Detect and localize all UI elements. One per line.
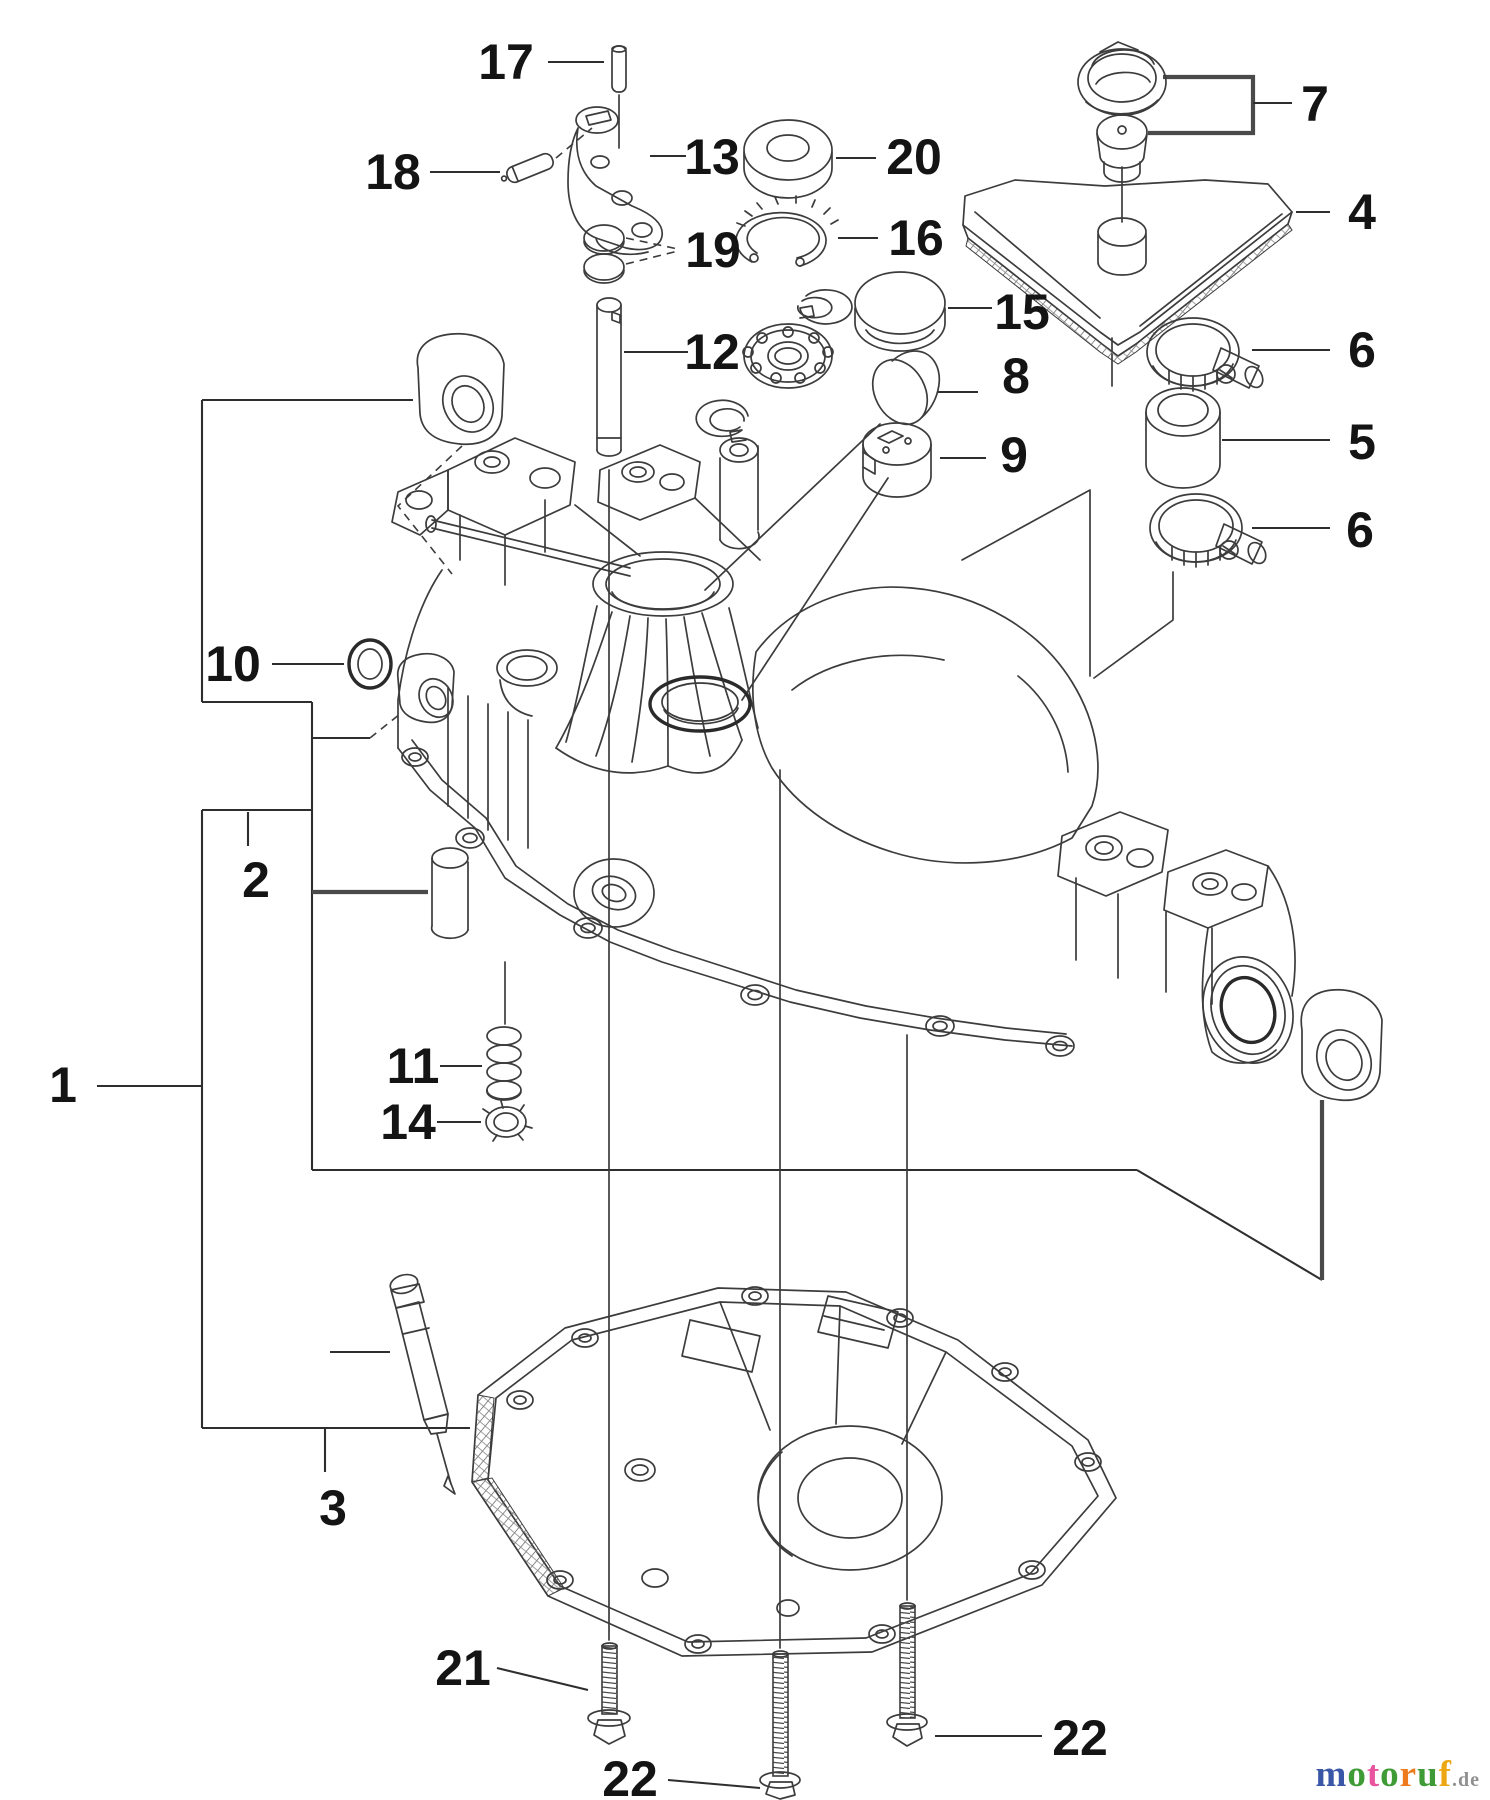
retaining-clip-upper	[796, 289, 853, 325]
bolt-22-right	[886, 1602, 928, 1747]
callout-8: 8	[1002, 348, 1030, 404]
dipstick	[389, 1273, 456, 1495]
push-nut-14	[482, 1100, 533, 1142]
plug-8	[871, 350, 941, 426]
callout-labels: 1 2 3 4 5 6 6 7 8 9 10 11 12 13 14 15 16…	[49, 34, 1376, 1800]
leader-lines	[272, 60, 1330, 1790]
hose-5	[1145, 387, 1221, 489]
cap-plug-7b	[1096, 114, 1148, 183]
callout-9: 9	[1000, 427, 1028, 483]
sleeve-bushing-10	[396, 652, 455, 724]
watermark-letter: f	[1438, 1754, 1452, 1795]
snap-ring-16	[735, 195, 839, 267]
callout-22-middle: 22	[602, 1751, 658, 1800]
watermark-letter: r	[1399, 1754, 1418, 1795]
callout-12: 12	[684, 324, 740, 380]
watermark-letter: o	[1380, 1754, 1400, 1795]
shift-lever-13	[567, 106, 663, 256]
cam-9	[862, 422, 932, 498]
reservoir-tank-4	[962, 179, 1293, 365]
bracket-lines	[97, 74, 1325, 1472]
oil-cap-15	[854, 271, 946, 352]
bearing-20	[743, 119, 833, 199]
lower-pan-3	[471, 1286, 1117, 1657]
washers-19	[583, 224, 625, 284]
watermark-letter: t	[1366, 1754, 1381, 1795]
callout-11: 11	[387, 1038, 440, 1094]
retaining-clip-lower	[695, 399, 749, 443]
callout-5: 5	[1348, 414, 1376, 470]
callout-6-upper: 6	[1348, 322, 1376, 378]
seal-10	[347, 638, 393, 690]
callout-19: 19	[685, 222, 741, 278]
bolt-21	[587, 1642, 631, 1745]
pin-18	[500, 152, 554, 184]
shaft-12	[596, 297, 622, 457]
watermark-letter: m	[1315, 1754, 1348, 1795]
callout-13: 13	[684, 129, 740, 185]
axle-bushing-right	[1300, 988, 1383, 1102]
callout-16: 16	[888, 210, 944, 266]
callout-18: 18	[365, 144, 421, 200]
watermark-suffix: .de	[1452, 1769, 1480, 1791]
callout-7: 7	[1301, 76, 1329, 132]
ball-bearing-12	[742, 323, 834, 389]
watermark-motoruf: motoruf.de	[1316, 1753, 1481, 1796]
callout-14: 14	[380, 1094, 436, 1150]
callout-15: 15	[994, 284, 1050, 340]
callout-17: 17	[478, 34, 534, 90]
callout-6-lower: 6	[1346, 502, 1374, 558]
callout-4: 4	[1348, 184, 1376, 240]
callout-1: 1	[49, 1057, 77, 1113]
callout-20: 20	[886, 129, 942, 185]
watermark-letter: u	[1417, 1754, 1439, 1795]
callout-3: 3	[319, 1480, 347, 1536]
upper-housing-2	[391, 437, 1296, 1064]
spring-11	[486, 1026, 522, 1101]
hose-clamp-6-lower	[1149, 493, 1271, 568]
axle-bushing-left	[416, 332, 505, 446]
bolt-22-middle	[759, 1650, 801, 1800]
callout-10: 10	[205, 636, 261, 692]
pin-17	[611, 45, 627, 93]
callout-22-right: 22	[1052, 1710, 1108, 1766]
watermark-letter: o	[1347, 1754, 1367, 1795]
callout-21: 21	[435, 1640, 491, 1696]
filler-cap-7	[1077, 41, 1167, 116]
callout-2: 2	[242, 852, 270, 908]
